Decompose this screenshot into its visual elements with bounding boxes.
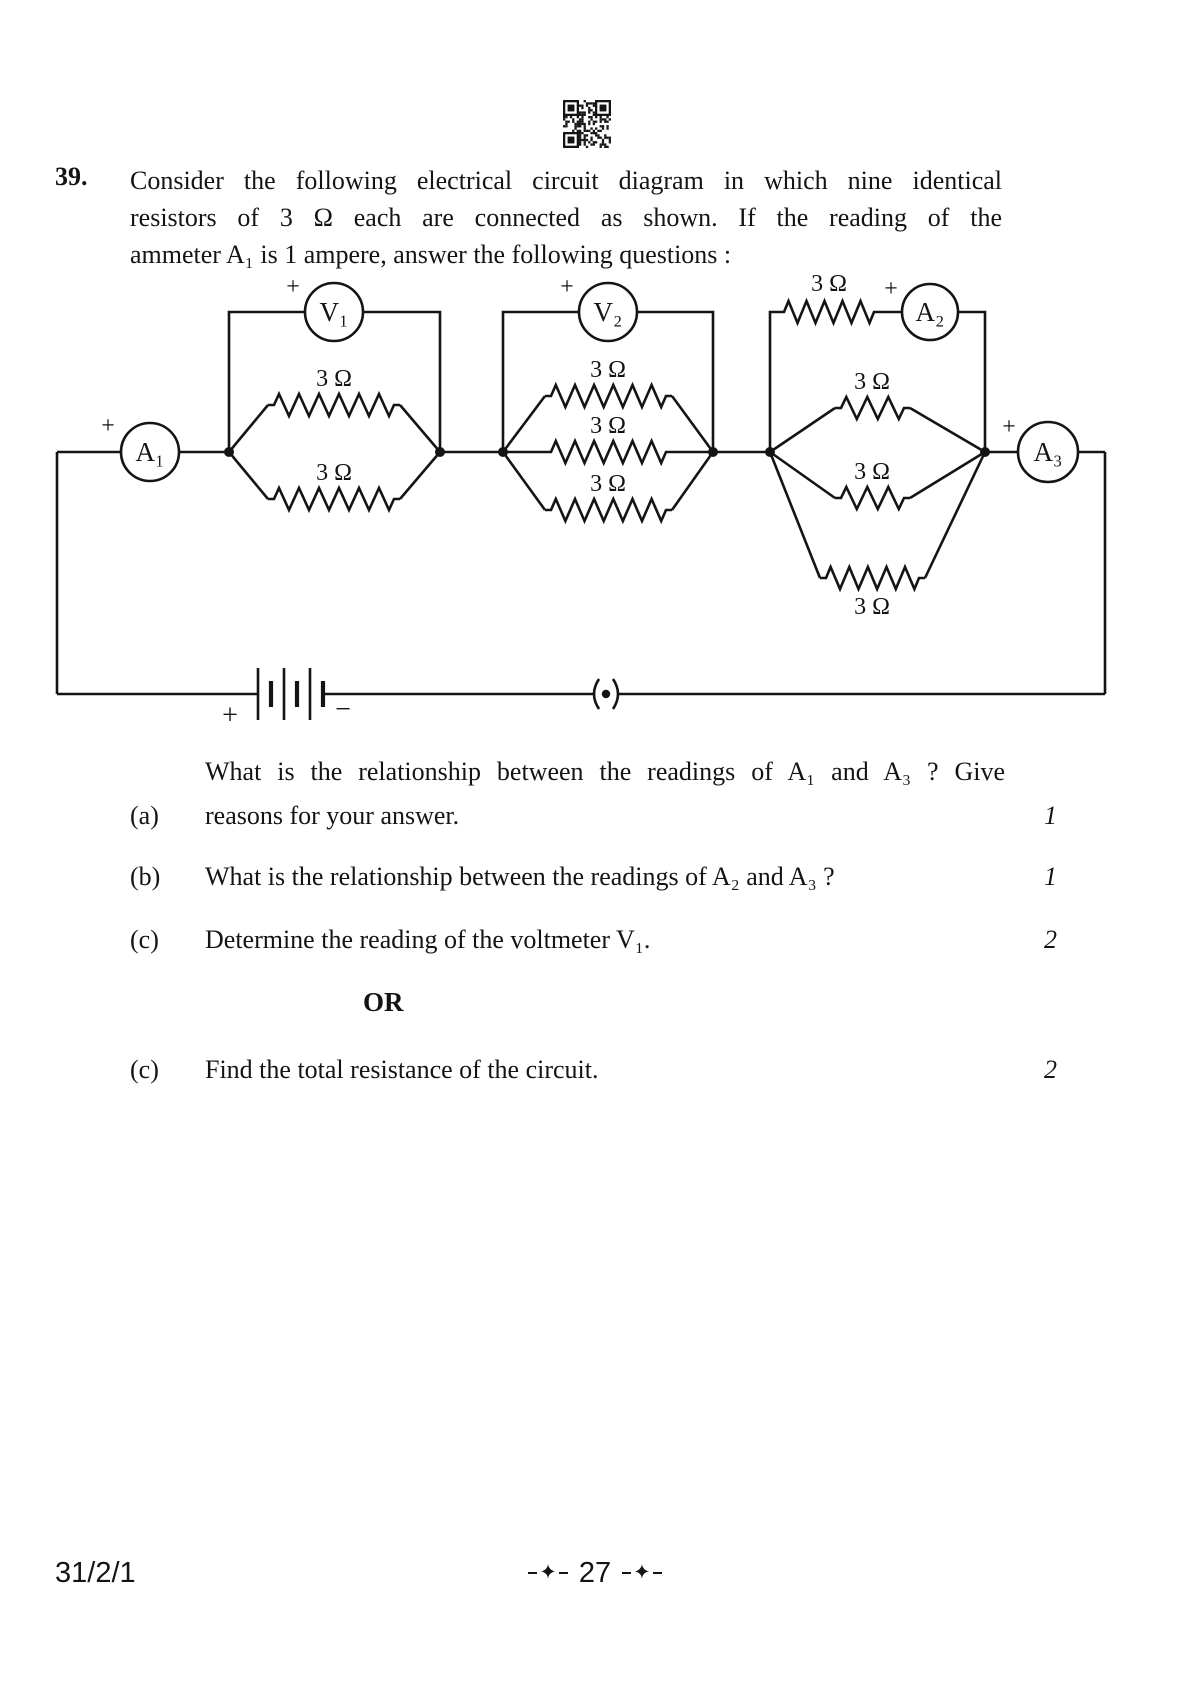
battery-minus: −	[335, 694, 351, 725]
polarity-plus: +	[560, 274, 574, 300]
question-text-line: Consider the following electrical circui…	[130, 166, 1002, 195]
polarity-plus: +	[884, 276, 898, 302]
qr-code-icon	[563, 100, 611, 148]
resistor-label: 3 Ω	[590, 357, 626, 383]
resistor-icon	[545, 495, 672, 525]
page-number-row: ✦ 27 ✦	[0, 1556, 1190, 1590]
or-separator: OR	[363, 987, 404, 1017]
part-label: (c)	[130, 925, 159, 954]
resistor-label: 3 Ω	[316, 460, 352, 486]
part-text: What is the relationship between the rea…	[205, 855, 1005, 899]
marks-value: 2	[1044, 925, 1057, 954]
resistor-icon	[835, 483, 910, 513]
resistor-icon	[778, 297, 880, 327]
junction-dots	[224, 447, 990, 457]
question-part-c-alternative: (c) Find the total resistance of the cir…	[130, 1048, 1057, 1092]
resistor-label: 3 Ω	[590, 413, 626, 439]
junction-dot	[435, 447, 445, 457]
question-text: Consider the following electrical circui…	[130, 162, 1002, 273]
polarity-plus: +	[1002, 414, 1016, 440]
resistor-icon	[268, 390, 400, 420]
resistor-label: 3 Ω	[811, 271, 847, 297]
part-text-line: Find the total resistance of the circuit…	[205, 1055, 599, 1084]
question-part-c: (c) Determine the reading of the voltmet…	[130, 918, 1057, 962]
part-text-line: What is the relationship between the rea…	[205, 757, 1005, 786]
question-text-line: ammeter A₁ is 1 ampere, answer the follo…	[130, 240, 732, 269]
ammeter-a3-label: A₃	[1034, 437, 1063, 467]
circuit-wires	[55, 310, 1107, 696]
part-text-line: reasons for your answer.	[205, 801, 460, 830]
page-number: 27	[578, 1557, 612, 1589]
voltmeter-v1-label: V₁	[320, 297, 349, 327]
resistor-label: 3 Ω	[590, 471, 626, 497]
polarity-plus: +	[286, 274, 300, 300]
ammeter-a1: A₁ +	[101, 413, 181, 483]
ammeter-a1-label: A₁	[136, 437, 165, 467]
junction-dot	[498, 447, 508, 457]
resistor-icon	[545, 381, 672, 411]
resistors: 3 Ω 3 Ω 3 Ω 3 Ω 3 Ω 3 Ω 3 Ω 3 Ω 3 Ω	[268, 271, 925, 620]
part-text: What is the relationship between the rea…	[205, 750, 1005, 838]
marks-value: 2	[1044, 1055, 1057, 1084]
part-text: Determine the reading of the voltmeter V…	[205, 918, 1005, 962]
resistor-label: 3 Ω	[854, 369, 890, 395]
part-label: (c)	[130, 1055, 159, 1084]
part-text-line: What is the relationship between the rea…	[205, 862, 835, 891]
junction-dot	[765, 447, 775, 457]
ornament-icon: ✦	[620, 1556, 664, 1590]
marks-value: 1	[1044, 862, 1057, 891]
part-text: Find the total resistance of the circuit…	[205, 1048, 1005, 1092]
ammeter-a2: A₂ +	[884, 276, 960, 342]
ammeter-a2-label: A₂	[916, 297, 945, 327]
question-part-a: (a) What is the relationship between the…	[130, 750, 1057, 838]
resistor-icon	[545, 437, 672, 467]
question-number: 39.	[55, 162, 88, 191]
junction-dot	[708, 447, 718, 457]
resistor-label: 3 Ω	[854, 459, 890, 485]
battery-plus: +	[222, 700, 238, 731]
plug-key-icon	[592, 678, 620, 710]
resistor-icon	[268, 484, 400, 514]
voltmeter-v2: V₂ +	[560, 274, 639, 343]
ammeter-a3: A₃ +	[1002, 414, 1080, 484]
junction-dot	[224, 447, 234, 457]
junction-dot	[980, 447, 990, 457]
ornament-icon: ✦	[526, 1556, 570, 1590]
marks-value: 1	[1044, 801, 1057, 830]
paper-code: 31/2/1	[55, 1557, 136, 1589]
resistor-icon	[835, 393, 910, 423]
voltmeter-v2-label: V₂	[594, 297, 623, 327]
part-text-line: Determine the reading of the voltmeter V…	[205, 925, 651, 954]
voltmeter-v1: V₁ +	[286, 274, 365, 343]
question-text-line: resistors of 3 Ω each are connected as s…	[130, 203, 1002, 232]
part-label: (b)	[130, 862, 161, 891]
battery-icon: + −	[222, 668, 351, 731]
question-part-b: (b) What is the relationship between the…	[130, 855, 1057, 899]
part-label: (a)	[130, 801, 159, 830]
resistor-icon	[820, 563, 925, 593]
resistor-label: 3 Ω	[316, 366, 352, 392]
polarity-plus: +	[101, 413, 115, 439]
resistor-label: 3 Ω	[854, 594, 890, 620]
